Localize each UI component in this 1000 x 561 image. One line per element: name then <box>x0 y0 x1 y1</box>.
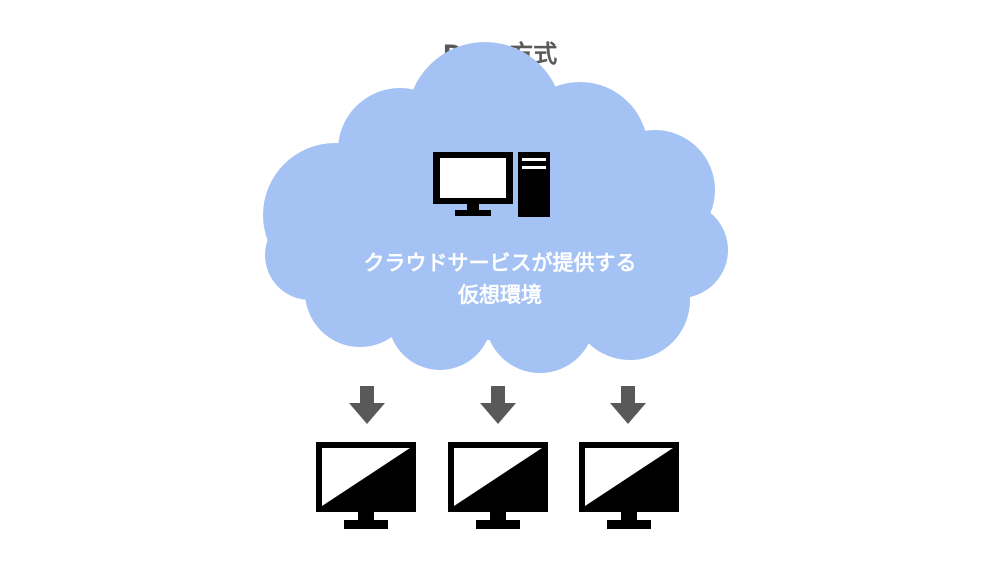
monitor-icon <box>448 442 548 529</box>
arrow-down-icon <box>610 386 646 424</box>
cloud-label-line2: 仮想環境 <box>458 283 542 307</box>
cloud-label-line1: クラウドサービスが提供する <box>363 251 637 275</box>
monitor-icon <box>316 442 416 529</box>
desktop-pc-icon <box>433 152 550 217</box>
arrow-down-icon <box>480 386 516 424</box>
cloud-shape <box>263 42 728 373</box>
monitor-icon <box>579 442 679 529</box>
pc-monitor <box>433 152 513 216</box>
pc-tower <box>518 152 550 217</box>
cloud-label: クラウドサービスが提供する 仮想環境 <box>300 247 700 311</box>
arrow-down-icon <box>349 386 385 424</box>
